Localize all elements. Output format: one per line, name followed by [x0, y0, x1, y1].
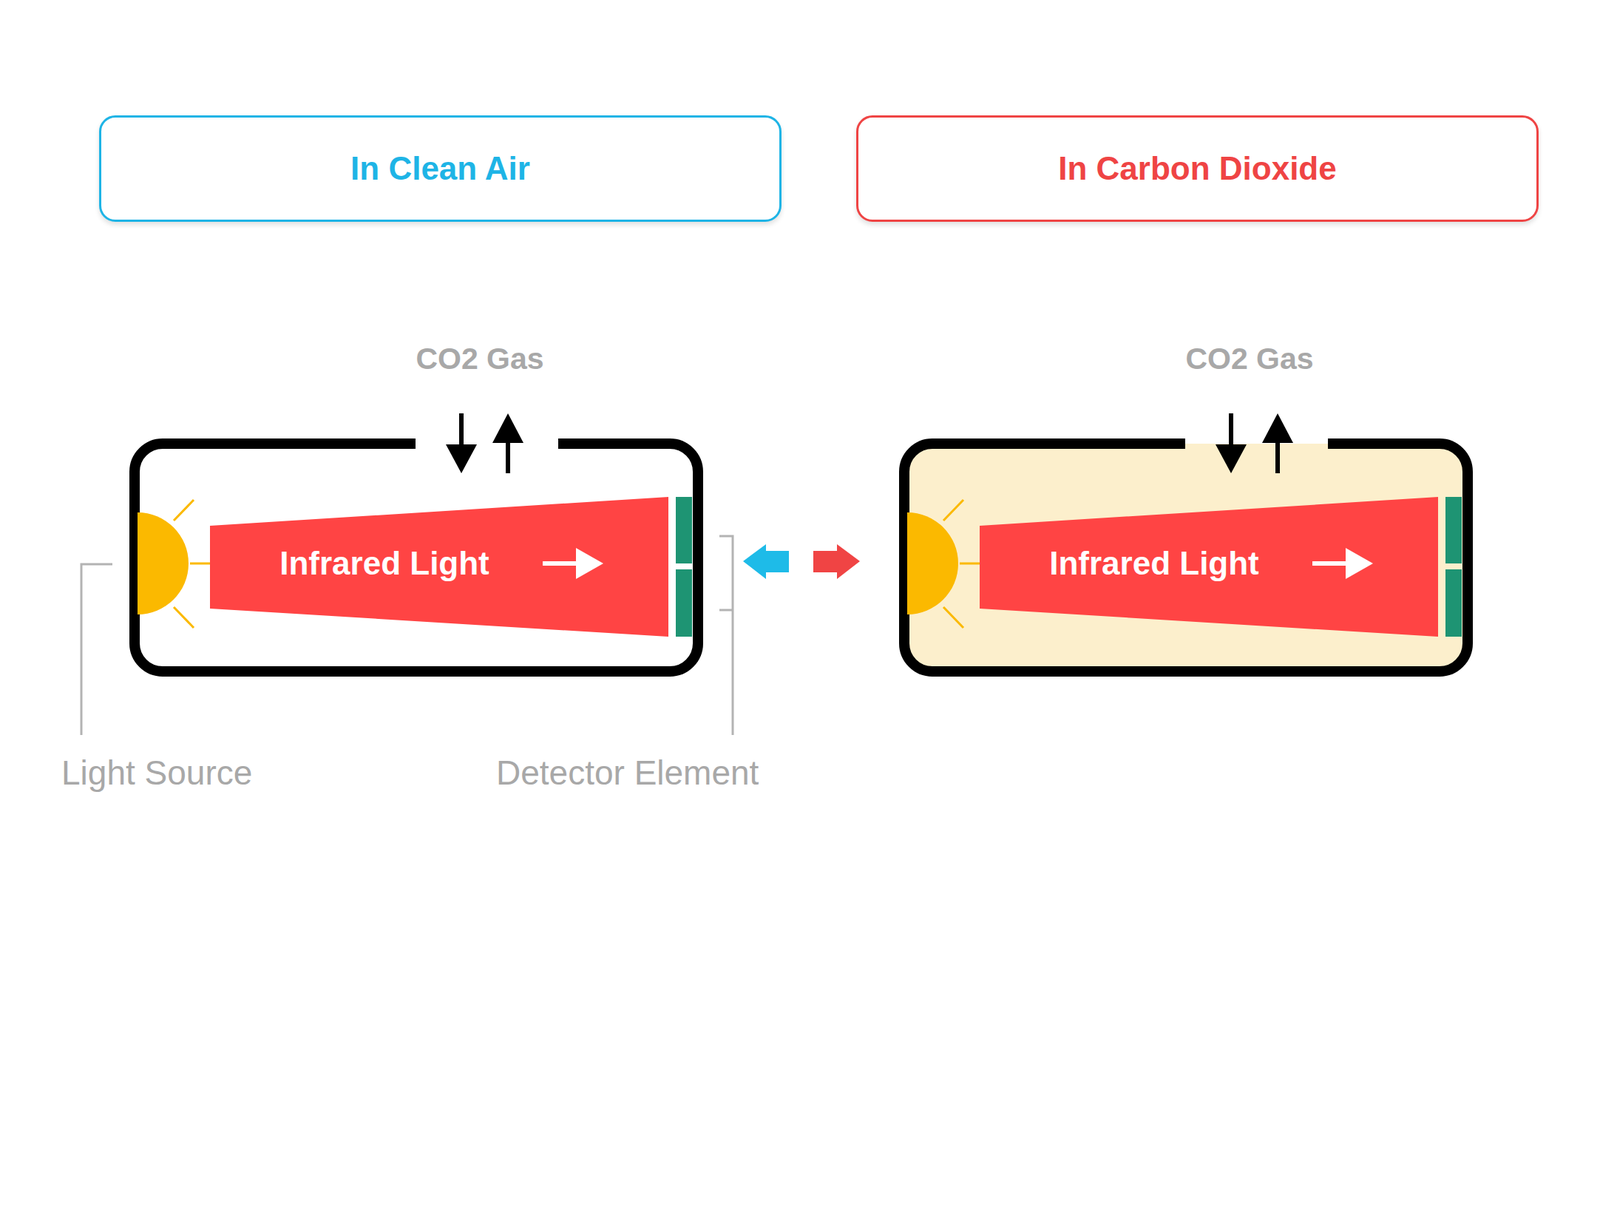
title-text: In Clean Air: [350, 150, 531, 188]
gas-out-arrowhead: [492, 413, 524, 443]
bracket-line: [719, 536, 733, 735]
direction-arrowhead: [575, 547, 604, 579]
part-label: Light Source: [61, 752, 253, 793]
light-source-lamp: [137, 512, 189, 615]
sensor-housing: CO2 GasInfrared Light: [129, 438, 704, 677]
detector-element: [675, 569, 693, 637]
housing-outline: [904, 443, 1468, 672]
infrared-beam-box: Infrared Light: [209, 496, 669, 637]
part-label: Detector Element: [496, 752, 759, 793]
detector-element: [1445, 496, 1462, 564]
light-ray: [959, 562, 980, 565]
gas-in-arrow: [459, 413, 464, 446]
light-ray: [943, 607, 964, 628]
light-ray: [173, 499, 194, 521]
light-source-lamp: [907, 512, 959, 615]
gas-in-arrow: [1228, 413, 1234, 446]
gas-out-arrow: [1275, 441, 1280, 474]
housing-outline: [134, 443, 698, 672]
title-box: In Clean Air: [99, 115, 782, 222]
right-arrow: [813, 544, 860, 579]
gas-fill: [904, 443, 1468, 672]
light-ray: [943, 499, 964, 521]
gas-in-arrowhead: [1215, 444, 1247, 474]
leader-line: [81, 564, 113, 735]
gas-out-arrowhead: [1262, 413, 1294, 443]
title-text: In Carbon Dioxide: [1058, 150, 1337, 188]
beam-label: Infrared Light: [279, 544, 490, 582]
gas-label: CO2 Gas: [415, 341, 544, 377]
direction-arrowhead: [1345, 547, 1374, 579]
gas-in-arrowhead: [445, 444, 477, 474]
gas-label: CO2 Gas: [1185, 341, 1314, 377]
light-ray: [190, 562, 210, 565]
infrared-beam: [979, 496, 1439, 637]
detector-element: [675, 496, 693, 564]
infrared-beam-box: Infrared Light: [979, 496, 1439, 637]
beam-label: Infrared Light: [1049, 544, 1260, 582]
sensor-housing: CO2 GasInfrared Light: [899, 438, 1473, 677]
light-ray: [173, 607, 194, 628]
title-box: In Carbon Dioxide: [856, 115, 1539, 222]
infrared-beam: [209, 496, 669, 637]
detector-element: [1445, 569, 1462, 637]
gas-out-arrow: [505, 441, 511, 474]
left-arrow: [743, 544, 789, 579]
